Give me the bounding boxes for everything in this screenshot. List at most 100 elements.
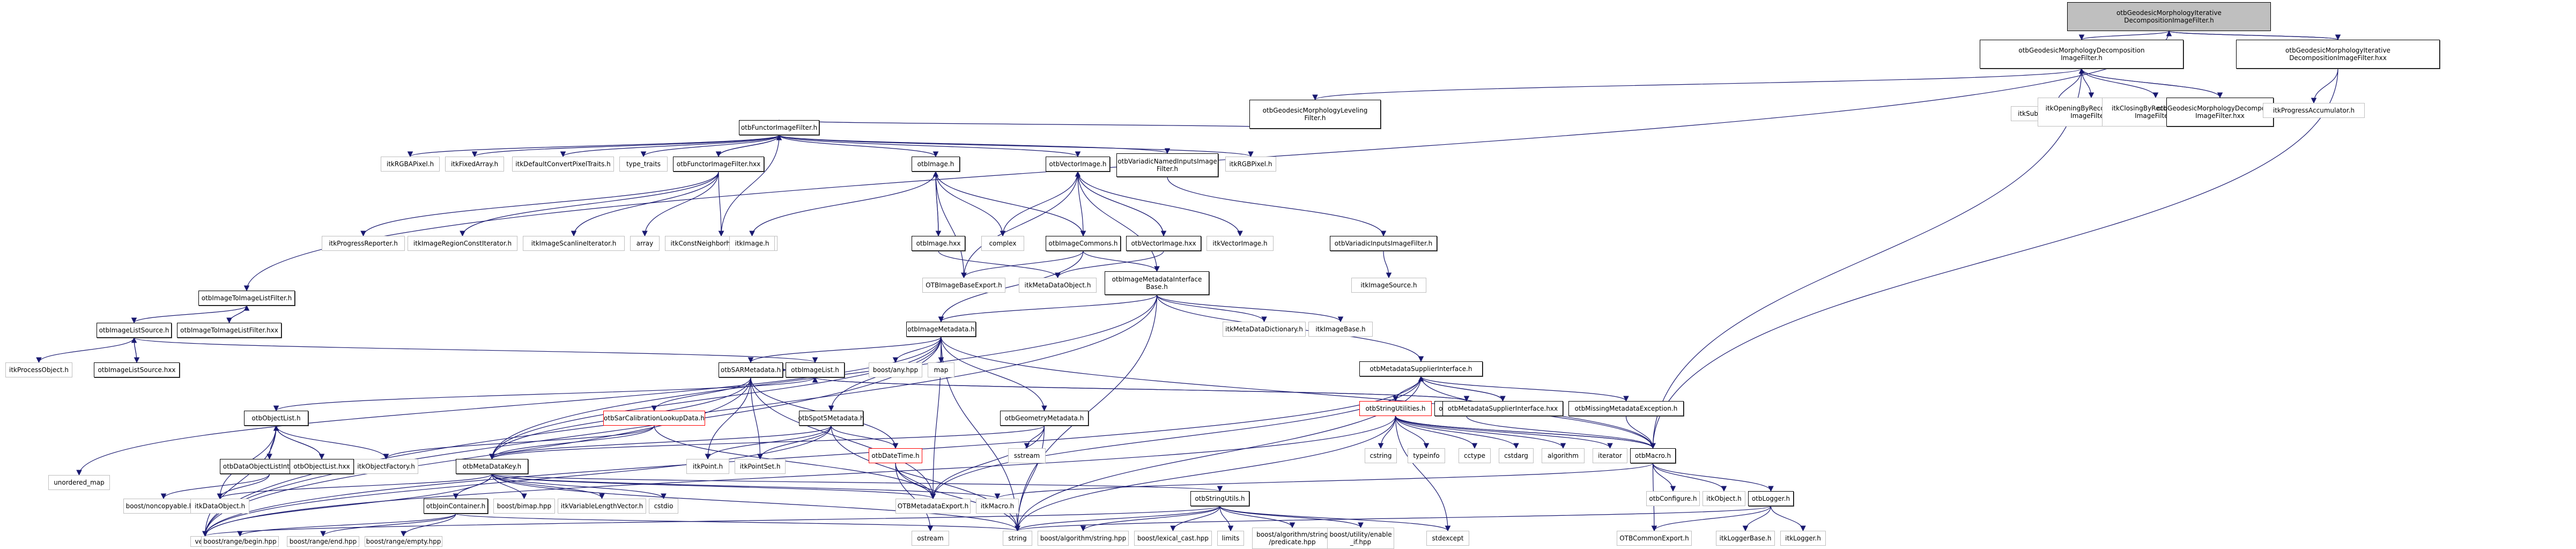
node-strutilities[interactable]: otbStringUtilities.h <box>1359 401 1432 416</box>
edge-msi_hxx-to-msi <box>1418 375 1504 402</box>
node-itkvectorimage: itkVectorImage.h <box>1206 236 1274 251</box>
node-itkmdo: itkMetaDataObject.h <box>1019 278 1097 293</box>
edge-otbVectorImage_hxx-to-itkMDO <box>1055 250 1164 279</box>
edge-mdKey-to-string <box>491 473 1020 532</box>
edge-strUtilities-to-string <box>1015 416 1396 532</box>
node-msi[interactable]: otbMetadataSupplierInterface.h <box>1359 361 1483 376</box>
edge-otbVectorImage-to-imgCommons <box>1077 171 1086 237</box>
node-gmidif-hxx[interactable]: otbGeodesicMorphologyIterative Decomposi… <box>2236 40 2440 69</box>
node-datetime[interactable]: otbDateTime.h <box>869 448 922 463</box>
node-otbvectorimage[interactable]: otbVectorImage.h <box>1046 157 1110 172</box>
node-gmdif[interactable]: otbGeodesicMorphologyDecomposition Image… <box>1980 40 2183 69</box>
node-itkirci: itkImageRegionConstIterator.h <box>408 236 517 251</box>
node-itkrgba: itkRGBAPixel.h <box>381 157 440 172</box>
edge-missingMeta-to-otbMacro <box>1625 416 1656 449</box>
node-ils-hxx[interactable]: otbImageListSource.hxx <box>94 362 180 377</box>
edge-functor-to-itkCNI <box>718 135 780 237</box>
edge-root-to-gmdif <box>2078 31 2170 41</box>
node-geommeta[interactable]: otbGeometryMetadata.h <box>1000 411 1089 426</box>
node-otblogger[interactable]: otbLogger.h <box>1748 491 1794 506</box>
node-functor-hxx[interactable]: otbFunctorImageFilter.hxx <box>673 157 764 172</box>
edge-sarMeta-to-itkPoint <box>705 377 751 460</box>
node-otbimage[interactable]: otbImage.h <box>912 157 960 172</box>
edge-functor-to-itkDCPT <box>560 135 780 158</box>
edge-sarMeta-to-itkPointSet <box>750 377 763 460</box>
edge-dolI-to-boostNoncopy <box>160 473 270 500</box>
edge-strUtils-to-vector <box>202 506 1220 537</box>
edge-otbVectorImage-to-complex <box>1000 171 1078 237</box>
node-enableif: boost/utility/enable _if.hpp <box>1327 528 1394 549</box>
node-mdkey[interactable]: otbMetaDataKey.h <box>456 459 528 474</box>
edge-variadicNamed-to-variadicInputs <box>1167 176 1387 237</box>
node-root[interactable]: otbGeodesicMorphologyIterative Decomposi… <box>2067 2 2271 31</box>
node-imgmeta[interactable]: otbImageMetadata.h <box>906 322 976 337</box>
edge-strUtilities-to-stdexcept <box>1395 416 1451 532</box>
node-variadicnamed[interactable]: otbVariadicNamedInputsImage Filter.h <box>1116 153 1218 177</box>
edge-imgMeta-to-mdKey <box>489 336 942 460</box>
node-variadicinputs[interactable]: otbVariadicInputsImageFilter.h <box>1330 236 1437 251</box>
node-gmlf[interactable]: otbGeodesicMorphologyLeveling Filter.h <box>1249 100 1381 129</box>
node-itkprocobj: itkProcessObject.h <box>5 362 72 377</box>
edge-mdKey-to-strUtils <box>491 473 1223 492</box>
edge-otbLogger-to-itkLoggerBase <box>1742 506 1772 532</box>
edge-gmdif-to-gmlf <box>1312 68 2082 101</box>
edge-i2il_hxx-to-i2il <box>228 305 250 323</box>
node-ils[interactable]: otbImageListSource.h <box>97 323 172 338</box>
edge-functor-to-itkFixed <box>471 135 780 158</box>
edge-spot5-to-mdKey <box>489 425 832 460</box>
node-imdib[interactable]: otbImageMetadataInterface Base.h <box>1105 271 1209 295</box>
edge-gmidif_hxx-to-itkProgAcc <box>2311 68 2338 104</box>
edge-imgCommons-to-imdib <box>1083 250 1160 272</box>
node-basstring: boost/algorithm/string.hpp <box>1038 531 1129 546</box>
node-otbmacro[interactable]: otbMacro.h <box>1630 448 1676 463</box>
edge-strUtils-to-lexCast <box>1170 506 1220 532</box>
node-objlist[interactable]: otbObjectList.h <box>244 411 308 426</box>
edge-geomMeta-to-mdKey <box>489 425 1045 460</box>
node-itkloggerbase: itkLoggerBase.h <box>1716 531 1775 546</box>
edge-otbMacro-to-otbConfigure <box>1652 463 1676 492</box>
node-joincont[interactable]: otbJoinContainer.h <box>424 499 488 514</box>
node-cstdio: cstdio <box>649 499 678 514</box>
edge-strUtils-to-limits <box>1219 506 1234 532</box>
node-objlist-hxx[interactable]: otbObjectList.hxx <box>290 459 354 474</box>
edge-otbLogger-to-commonExport <box>1651 506 1772 532</box>
node-i2il[interactable]: otbImageToImageListFilter.h <box>198 291 295 306</box>
node-sarcal[interactable]: otbSarCalibrationLookupData.h <box>603 411 705 426</box>
edge-spot5-to-dateTime <box>831 425 899 449</box>
edge-functor_hxx-to-itkISLI <box>571 171 719 237</box>
edge-sarCal-to-mdKey <box>489 425 655 460</box>
node-msi-hxx[interactable]: otbMetadataSupplierInterface.hxx <box>1442 401 1563 416</box>
node-spot5[interactable]: otbSpot5Metadata.h <box>798 411 864 426</box>
edge-objList-to-dolI <box>267 425 277 460</box>
edge-gmdif-to-otbMacro <box>1650 68 2082 449</box>
edge-objList_hxx-to-objList <box>273 425 322 459</box>
node-otbimage-hxx[interactable]: otbImage.hxx <box>912 236 965 251</box>
edge-otbVectorImage-to-itkVectorImage <box>1077 171 1243 237</box>
edge-imgMeta-to-sarMeta <box>747 336 942 363</box>
node-sarmeta[interactable]: otbSARMetadata.h <box>719 362 783 377</box>
edge-otbVectorImage-to-imgBaseExport <box>961 171 1078 279</box>
node-i2il-hxx[interactable]: otbImageToImageListFilter.hxx <box>177 323 282 338</box>
node-typeinfo: typeinfo <box>1408 448 1445 463</box>
node-complex: complex <box>981 236 1024 251</box>
edge-strUtilities-to-cstring <box>1378 416 1396 449</box>
node-brend: boost/range/end.hpp <box>287 536 359 547</box>
edge-functor_hxx-to-itkCNI <box>718 171 724 237</box>
edge-geomMeta-to-metaExport <box>930 425 1045 500</box>
node-imglist[interactable]: otbImageList.h <box>786 362 845 377</box>
edge-joinCont-to-brEmpty <box>401 513 456 537</box>
node-unordered-map: unordered_map <box>48 475 110 490</box>
node-functor[interactable]: otbFunctorImageFilter.h <box>739 120 819 135</box>
node-itkdcpt: itkDefaultConvertPixelTraits.h <box>512 157 614 172</box>
node-strutils[interactable]: otbStringUtils.h <box>1190 491 1249 506</box>
node-itkimagesource: itkImageSource.h <box>1351 278 1426 293</box>
edge-mdKey-to-cstdio <box>491 473 667 500</box>
node-boostbimap: boost/bimap.hpp <box>493 499 555 514</box>
node-missingmeta[interactable]: otbMissingMetadataException.h <box>1568 401 1684 416</box>
node-imgcommons[interactable]: otbImageCommons.h <box>1046 236 1121 251</box>
node-gmdif-hxx[interactable]: otbGeodesicMorphologyDecomposition Image… <box>2157 98 2283 127</box>
node-otbvectorimage-hxx[interactable]: otbVectorImage.hxx <box>1126 236 1201 251</box>
edge-mdKey-to-metaExport <box>491 473 936 500</box>
edge-strUtils-to-basString <box>1080 506 1220 532</box>
edge-otbLogger-to-string <box>1015 506 1772 532</box>
